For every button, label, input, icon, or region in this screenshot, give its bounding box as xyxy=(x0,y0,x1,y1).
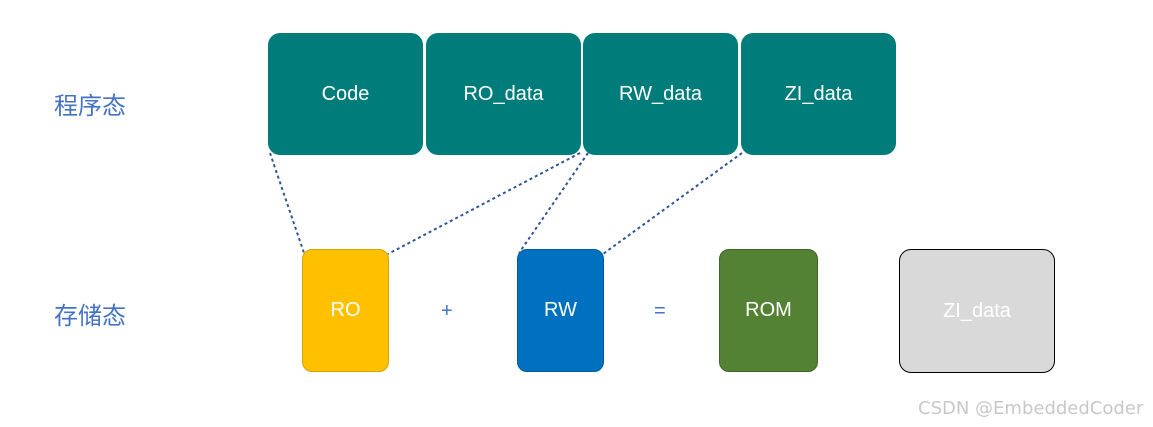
storage-rom: ROM xyxy=(719,249,818,372)
storage-state-label: 存储态 xyxy=(54,302,126,330)
segment-code: Code xyxy=(268,33,423,155)
plus-operator: + xyxy=(441,300,453,322)
connector-code-to-ro xyxy=(269,152,305,254)
equals-operator: = xyxy=(654,300,666,322)
segment-ro-data: RO_data xyxy=(426,33,581,155)
segment-rw-data: RW_data xyxy=(583,33,738,155)
connector-rodata-to-ro xyxy=(387,152,581,255)
storage-ro: RO xyxy=(302,249,389,372)
storage-zi-data: ZI_data xyxy=(899,249,1055,373)
connector-rwdata-to-rw xyxy=(518,152,589,254)
program-state-label: 程序态 xyxy=(54,92,126,120)
connector-zidata-to-rw xyxy=(602,152,743,255)
storage-rw: RW xyxy=(517,249,604,372)
watermark: CSDN @EmbeddedCoder xyxy=(918,398,1144,419)
segment-zi-data: ZI_data xyxy=(741,33,896,155)
